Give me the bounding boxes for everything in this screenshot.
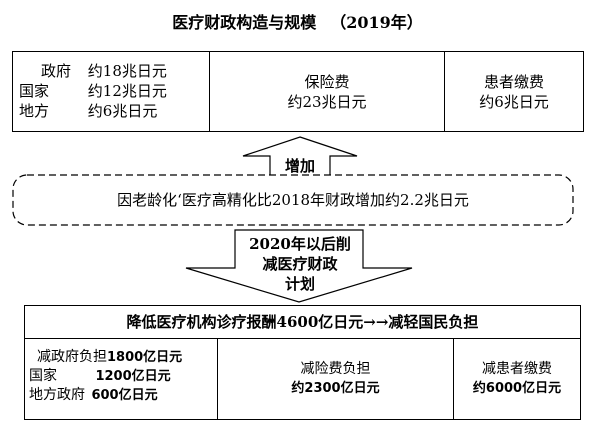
top-gov-value: 约18兆日元 — [87, 62, 167, 80]
top-insurance-cell: 保险费 约23兆日元 — [210, 52, 444, 131]
bottom-gov-line-2: 国家 1200亿日元 — [29, 367, 219, 386]
top-local-value: 约6兆日元 — [87, 102, 158, 120]
up-arrow-label: 增加 — [284, 157, 315, 175]
top-national-label: 国家 — [19, 82, 50, 100]
top-national-value: 约12兆日元 — [87, 82, 167, 100]
down-arrow-shape — [185, 229, 413, 303]
bottom-patient-value: 约6000亿日元 — [472, 381, 562, 396]
bottom-gov-line-3: 地方政府 600亿日元 — [29, 386, 219, 405]
bottom-national-value: 1200亿日元 — [95, 369, 171, 384]
bottom-divider-2 — [453, 339, 454, 419]
page-title: 医疗财政构造与规模 （2019年） — [0, 12, 595, 34]
title-year: （2019年） — [330, 13, 423, 32]
bottom-patient-cell: 减患者缴费 约6000亿日元 — [454, 339, 580, 419]
bottom-insurance-title: 减险费负担 — [300, 361, 371, 377]
top-gov-line-3: 地方 约6兆日元 — [19, 101, 209, 121]
bottom-header-box: 降低医疗机构诊疗报酬4600亿日元→→减轻国民负担 — [24, 305, 581, 339]
top-gov-line-2: 国家 约12兆日元 — [19, 81, 209, 101]
bottom-gov-cell: 减政府负担1800亿日元 国家 1200亿日元 地方政府 600亿日元 — [29, 348, 219, 405]
top-gov-line-1: 政府 约18兆日元 — [19, 61, 209, 81]
down-arrow-line-2: 减医疗财政 — [262, 255, 338, 273]
dashed-box-text: 因老龄化‘医疗高精化比2018年财政增加约2.2兆日元 — [117, 191, 469, 209]
bottom-insurance-cell: 减险费负担 约2300亿日元 — [218, 339, 453, 419]
top-divider-2 — [444, 52, 445, 131]
down-arrow-label: 2020年以后削 减医疗财政 计划 — [225, 233, 375, 295]
down-arrow-line-3: 计划 — [284, 275, 315, 293]
dashed-box-shape — [12, 174, 574, 226]
down-arrow-line-1: 2020年以后削 — [249, 235, 351, 253]
top-patient-cell: 患者缴费 约6兆日元 — [445, 52, 583, 131]
top-gov-label: 政府 — [41, 62, 72, 80]
top-insurance-value: 约23兆日元 — [287, 92, 367, 111]
bottom-reduction-box: 减政府负担1800亿日元 国家 1200亿日元 地方政府 600亿日元 减险费负… — [24, 339, 581, 420]
bottom-header-text: 降低医疗机构诊疗报酬4600亿日元→→减轻国民负担 — [126, 313, 479, 331]
bottom-local-label: 地方政府 — [29, 387, 85, 403]
bottom-gov-line-1: 减政府负担1800亿日元 — [29, 348, 219, 367]
bottom-gov-value: 1800亿日元 — [107, 350, 183, 365]
bottom-national-label: 国家 — [29, 368, 57, 384]
top-financing-box: 政府 约18兆日元 国家 约12兆日元 地方 约6兆日元 保险费 约23兆日元 … — [12, 51, 584, 132]
bottom-divider-1 — [217, 339, 218, 419]
bottom-insurance-value: 约2300亿日元 — [291, 381, 380, 396]
top-divider-1 — [209, 52, 210, 131]
bottom-patient-title: 减患者缴费 — [482, 361, 552, 377]
title-text: 医疗财政构造与规模 — [172, 13, 317, 32]
top-local-label: 地方 — [19, 102, 50, 120]
top-patient-title: 患者缴费 — [483, 72, 544, 91]
top-gov-cell: 政府 约18兆日元 国家 约12兆日元 地方 约6兆日元 — [19, 61, 209, 121]
bottom-local-value: 600亿日元 — [91, 388, 158, 403]
bottom-gov-label: 减政府负担 — [37, 349, 107, 365]
top-patient-value: 约6兆日元 — [479, 92, 549, 111]
top-insurance-title: 保险费 — [304, 72, 350, 91]
